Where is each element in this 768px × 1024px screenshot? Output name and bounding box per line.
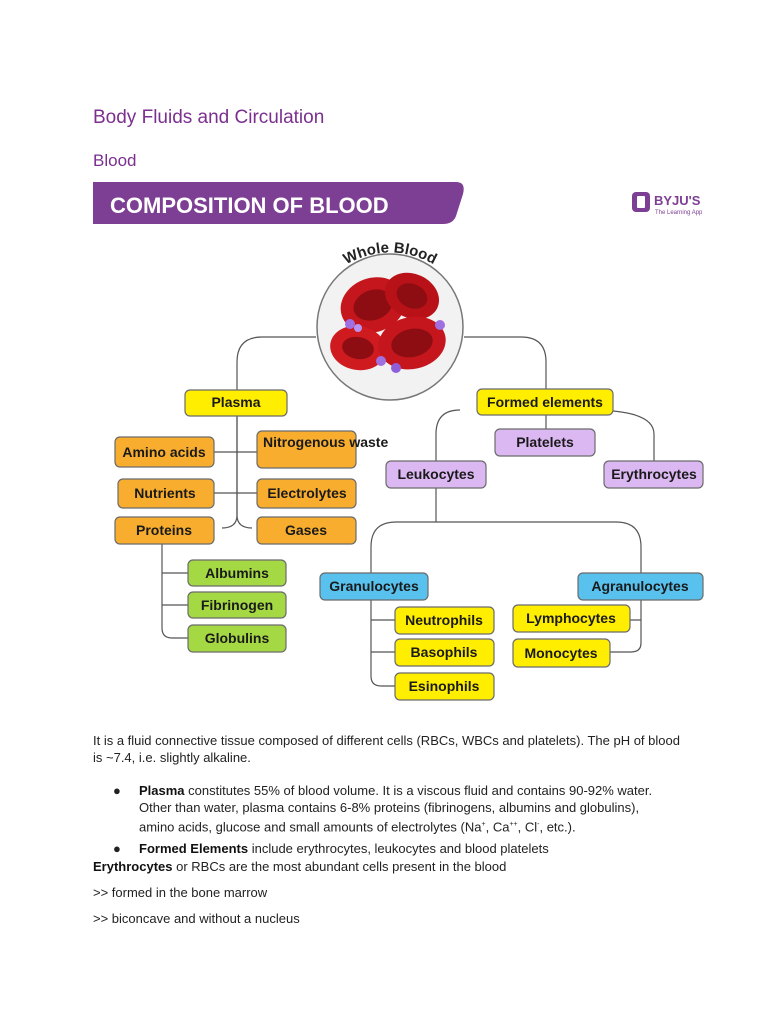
- bullet-list: ● Plasma constitutes 55% of blood volume…: [113, 782, 673, 862]
- svg-text:BYJU'S: BYJU'S: [654, 193, 701, 208]
- section-title: Blood: [93, 151, 137, 170]
- erythrocytes-box: Erythrocytes: [603, 460, 704, 489]
- banner-title: COMPOSITION OF BLOOD: [110, 193, 389, 218]
- list-item: ● Plasma constitutes 55% of blood volume…: [113, 783, 653, 835]
- svg-text:Formed elements: Formed elements: [487, 394, 603, 410]
- svg-text:Albumins: Albumins: [205, 565, 269, 581]
- esinophils-box: Esinophils: [394, 672, 495, 701]
- svg-text:Gases: Gases: [285, 522, 327, 538]
- bullet-icon: ●: [113, 841, 121, 857]
- svg-text:Electrolytes: Electrolytes: [267, 485, 347, 501]
- svg-text:Basophils: Basophils: [411, 644, 478, 660]
- fibrinogen-box: Fibrinogen: [187, 591, 287, 619]
- svg-text:Amino acids: Amino acids: [122, 444, 205, 460]
- svg-text:Proteins: Proteins: [136, 522, 192, 538]
- electrolytes-box: Electrolytes: [256, 478, 357, 509]
- svg-text:Monocytes: Monocytes: [524, 645, 597, 661]
- basophils-box: Basophils: [394, 638, 495, 667]
- page-title: Body Fluids and Circulation: [93, 107, 325, 128]
- blood-composition-diagram: COMPOSITION OF BLOOD BYJU'S The Learning…: [93, 182, 704, 701]
- svg-text:Plasma: Plasma: [211, 394, 260, 410]
- formed-elements-box: Formed elements: [476, 388, 614, 416]
- svg-text:Erythrocytes: Erythrocytes: [611, 466, 697, 482]
- byjus-logo: BYJU'S The Learning App: [632, 192, 703, 216]
- agranulocytes-box: Agranulocytes: [577, 572, 704, 601]
- svg-text:Fibrinogen: Fibrinogen: [201, 597, 273, 613]
- plasma-term: Plasma: [139, 783, 185, 798]
- proteins-box: Proteins: [114, 516, 215, 545]
- svg-text:Nutrients: Nutrients: [134, 485, 196, 501]
- svg-text:Nitrogenous waste: Nitrogenous waste: [263, 434, 388, 450]
- svg-text:Globulins: Globulins: [205, 630, 270, 646]
- lymphocytes-box: Lymphocytes: [512, 604, 631, 633]
- erythrocytes-paragraph: Erythrocytes or RBCs are the most abunda…: [93, 859, 507, 874]
- gases-box: Gases: [256, 516, 357, 545]
- svg-text:Leukocytes: Leukocytes: [397, 466, 474, 482]
- intro-paragraph: It is a fluid connective tissue composed…: [93, 733, 680, 765]
- fact-line-2: >> biconcave and without a nucleus: [93, 911, 300, 926]
- globulins-box: Globulins: [187, 624, 287, 653]
- fact-line-1: >> formed in the bone marrow: [93, 885, 268, 900]
- svg-text:Esinophils: Esinophils: [409, 678, 480, 694]
- banner: [93, 182, 464, 224]
- list-item: ● Formed Elements include erythrocytes, …: [113, 841, 549, 857]
- formed-elements-term: Formed Elements: [139, 841, 249, 857]
- nitrogenous-waste-box: Nitrogenous waste: [256, 430, 388, 469]
- nutrients-box: Nutrients: [117, 478, 215, 509]
- svg-text:Neutrophils: Neutrophils: [405, 612, 483, 628]
- svg-text:The Learning App: The Learning App: [655, 210, 703, 216]
- neutrophils-box: Neutrophils: [394, 606, 495, 635]
- svg-text:Lymphocytes: Lymphocytes: [526, 610, 616, 626]
- svg-text:Granulocytes: Granulocytes: [329, 578, 419, 594]
- bullet-icon: ●: [113, 783, 121, 798]
- granulocytes-box: Granulocytes: [319, 572, 429, 601]
- albumins-box: Albumins: [187, 559, 287, 587]
- amino-acids-box: Amino acids: [114, 436, 215, 468]
- connector-lines: [161, 336, 655, 687]
- platelets-box: Platelets: [494, 428, 596, 457]
- plasma-box: Plasma: [184, 389, 288, 417]
- svg-text:Platelets: Platelets: [516, 434, 574, 450]
- whole-blood-illustration: Whole Blood: [316, 239, 464, 401]
- monocytes-box: Monocytes: [512, 638, 611, 668]
- svg-text:Agranulocytes: Agranulocytes: [591, 578, 688, 594]
- leukocytes-box: Leukocytes: [385, 460, 487, 489]
